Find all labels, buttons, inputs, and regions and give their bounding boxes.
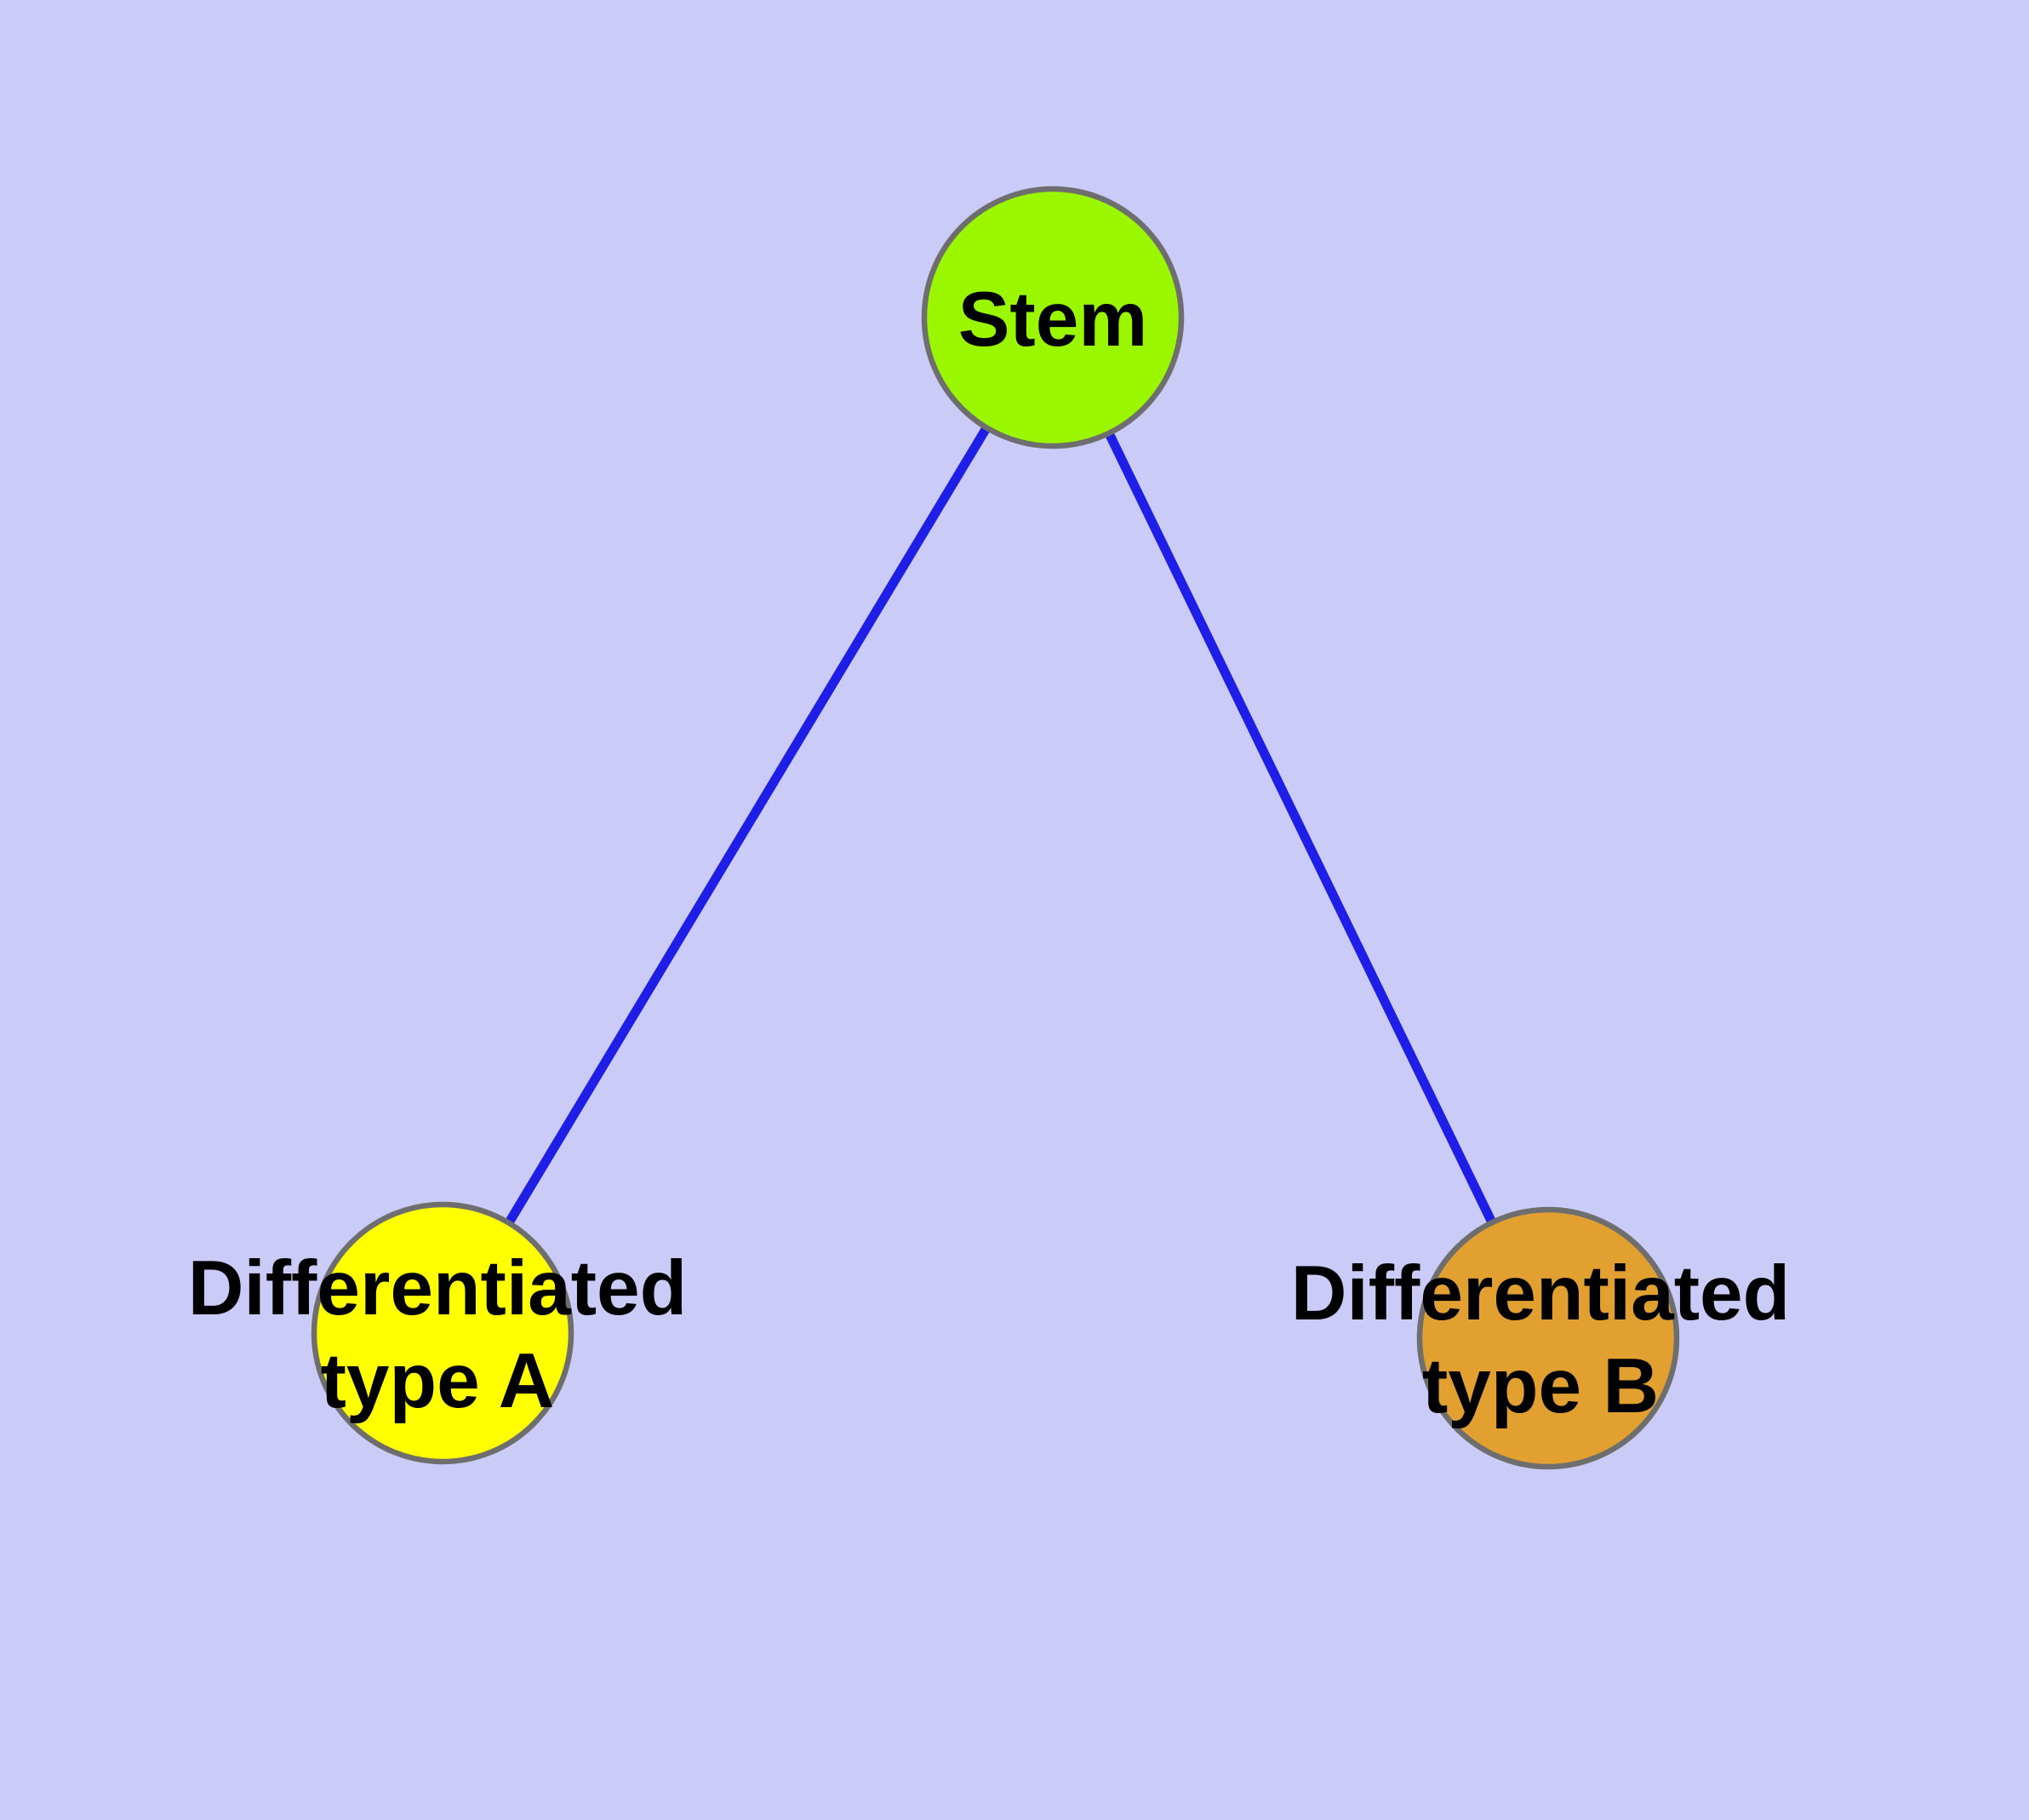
node-stem-label: Stem (958, 277, 1148, 363)
node-type-a (311, 1201, 574, 1465)
edge-stem-to-type-b (1049, 315, 1552, 1341)
node-type-b (1416, 1206, 1680, 1470)
node-type-b-label-line2: type B (1422, 1343, 1659, 1429)
node-type-b-label-line1: Differentiated (1291, 1251, 1791, 1336)
node-stem (921, 186, 1185, 449)
edge-stem-to-type-a (438, 315, 1057, 1336)
node-type-a-label-line2: type A (321, 1338, 555, 1424)
node-type-a-label-line1: Differentiated (188, 1245, 688, 1331)
